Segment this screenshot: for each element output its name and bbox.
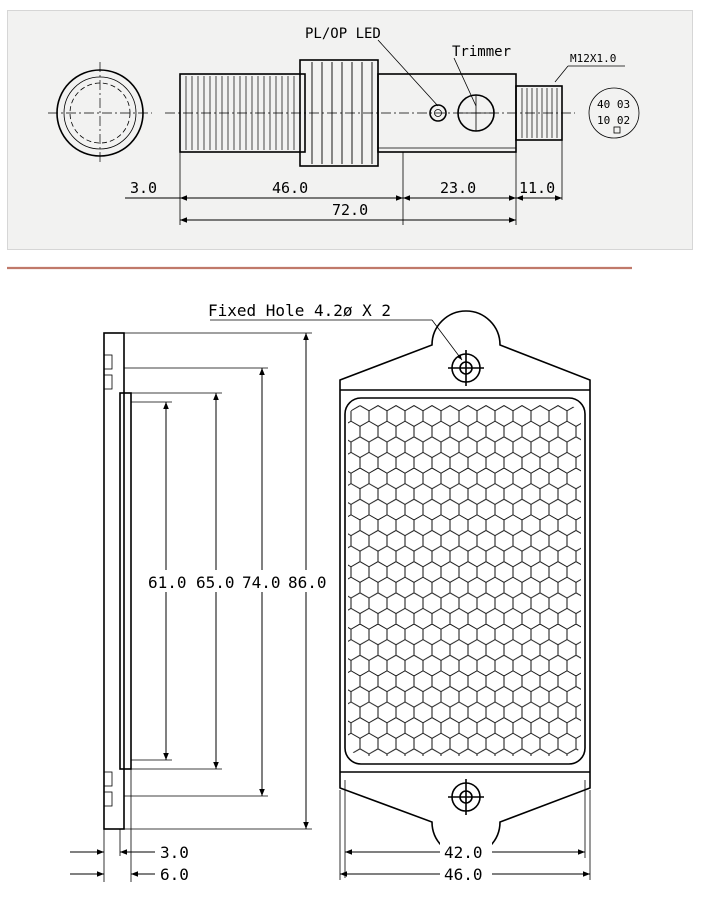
dim-total: 72.0	[332, 201, 368, 219]
reflector-lens-frame	[344, 397, 586, 765]
dim-flange: 3.0	[130, 179, 157, 197]
pin-label-bottom: 10 02	[597, 114, 630, 127]
mounting-hole-top	[448, 350, 484, 386]
connector-pin-face	[588, 87, 640, 139]
thread-label: M12X1.0	[570, 52, 616, 65]
led-label: PL/OP LED	[305, 26, 381, 42]
fixed-hole-label: Fixed Hole 4.2ø X 2	[208, 301, 391, 320]
dim-height-61: 61.0	[148, 573, 187, 592]
dim-rear: 23.0	[440, 179, 476, 197]
dim-width-42: 42.0	[444, 843, 483, 862]
dim-width-46: 46.0	[444, 865, 483, 884]
reflector-side-view: 61.0 65.0 74.0 86.0 3.0 6.0	[70, 332, 327, 884]
trimmer-label: Trimmer	[452, 44, 511, 60]
mounting-hole-bottom	[448, 779, 484, 815]
sensor-drawing-panel	[7, 10, 693, 250]
dim-connector: 11.0	[519, 179, 555, 197]
dim-thickness-3: 3.0	[160, 843, 189, 862]
reflector-front-view: Fixed Hole 4.2ø X 2 42.0 46.0	[208, 301, 591, 884]
hexagon-reflector-face	[348, 405, 581, 756]
dim-height-74: 74.0	[242, 573, 281, 592]
dim-height-86: 86.0	[288, 573, 327, 592]
sensor-front-view	[48, 62, 152, 164]
dim-body: 46.0	[272, 179, 308, 197]
dim-thickness-6: 6.0	[160, 865, 189, 884]
dim-height-65: 65.0	[196, 573, 235, 592]
pin-label-top: 40 03	[597, 98, 630, 111]
sensor-side-view: 40 03 10 02 PL/OP LED Trimmer M12X1.0 3.…	[125, 26, 640, 225]
